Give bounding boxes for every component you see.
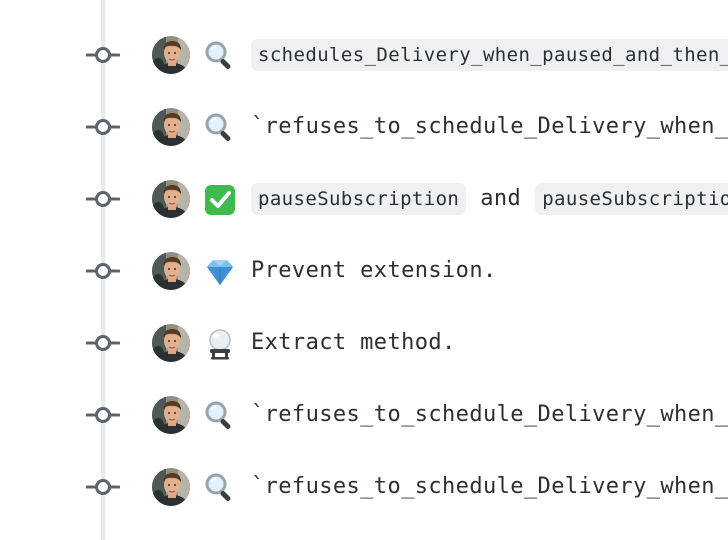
commit-node-icon [85,261,121,281]
inline-code: pauseSubscription [535,183,728,215]
magnifying-glass-icon [203,471,237,505]
commit-message[interactable]: Prevent extension. [251,254,497,288]
avatar[interactable] [152,396,190,434]
inline-code: pauseSubscription [251,183,467,215]
commit-message[interactable]: `refuses_to_schedule_Delivery_when_pause… [251,470,728,504]
commit-row[interactable]: pauseSubscription and pauseSubscription [0,169,728,229]
commit-message[interactable]: `refuses_to_schedule_Delivery_when_pause… [251,110,728,144]
commit-node-icon [85,477,121,497]
commit-node-icon [85,117,121,137]
message-text: `refuses_to_schedule_Delivery_when_pause… [251,402,728,427]
avatar[interactable] [152,252,190,290]
commit-node-icon [85,333,121,353]
gem-icon [203,255,237,289]
magnifying-glass-icon [203,39,237,73]
avatar[interactable] [152,324,190,362]
magnifying-glass-icon [203,111,237,145]
avatar[interactable] [152,36,190,74]
message-text: and [480,186,522,211]
message-text: `refuses_to_schedule_Delivery_when_pause… [251,474,728,499]
avatar[interactable] [152,108,190,146]
commit-message[interactable]: Extract method. [251,326,456,360]
commit-message[interactable]: schedules_Delivery_when_paused_and_then_… [251,38,728,72]
commit-row[interactable]: Prevent extension. [0,241,728,301]
commit-node-icon [85,189,121,209]
check-mark-icon [203,183,237,217]
avatar[interactable] [152,468,190,506]
message-text: Extract method. [251,330,456,355]
inline-code: schedules_Delivery_when_paused_and_then_… [251,39,728,71]
commit-row[interactable]: schedules_Delivery_when_paused_and_then_… [0,25,728,85]
commit-row[interactable]: `refuses_to_schedule_Delivery_when_pause… [0,97,728,157]
commit-message[interactable]: pauseSubscription and pauseSubscription [251,182,728,216]
commit-row[interactable]: `refuses_to_schedule_Delivery_when_pause… [0,385,728,445]
commit-node-icon [85,405,121,425]
avatar[interactable] [152,180,190,218]
message-text: `refuses_to_schedule_Delivery_when_pause… [251,114,728,139]
commit-message[interactable]: `refuses_to_schedule_Delivery_when_pause… [251,398,728,432]
magnifying-glass-icon [203,399,237,433]
commit-node-icon [85,45,121,65]
commit-row[interactable]: Extract method. [0,313,728,373]
message-text: Prevent extension. [251,258,497,283]
crystal-ball-icon [203,327,237,361]
commit-row[interactable]: `refuses_to_schedule_Delivery_when_pause… [0,457,728,517]
